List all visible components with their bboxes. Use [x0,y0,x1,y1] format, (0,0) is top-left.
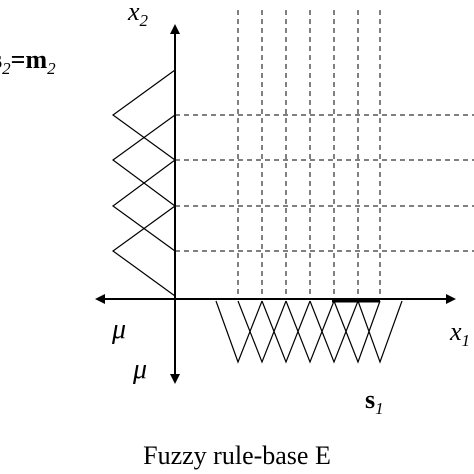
mu-bottom-label: μ [132,354,147,385]
x2-axis-label: x2 [127,0,149,30]
s1-label: s1 [365,385,384,418]
mu-left-label: μ [111,314,126,345]
s2-triangle [111,159,176,252]
s1-triangle [333,300,381,364]
s1-triangle [215,300,263,364]
s1-triangle [309,300,359,364]
s1-membership-functions [215,299,403,364]
s2-equals-m2-label: s2=m2 [0,45,56,78]
s2-triangle [111,114,176,207]
rule-grid [175,10,474,298]
s1-triangle [261,300,311,364]
s2-membership-functions [111,69,176,297]
s1-triangle [357,300,403,364]
caption: Fuzzy rule-base E [143,441,331,470]
s2-triangle [111,69,176,161]
s1-triangle [285,300,335,364]
axes [95,24,456,384]
x1-axis-label: x1 [449,317,470,350]
s1-triangle [237,300,287,364]
s2-triangle [111,205,176,297]
